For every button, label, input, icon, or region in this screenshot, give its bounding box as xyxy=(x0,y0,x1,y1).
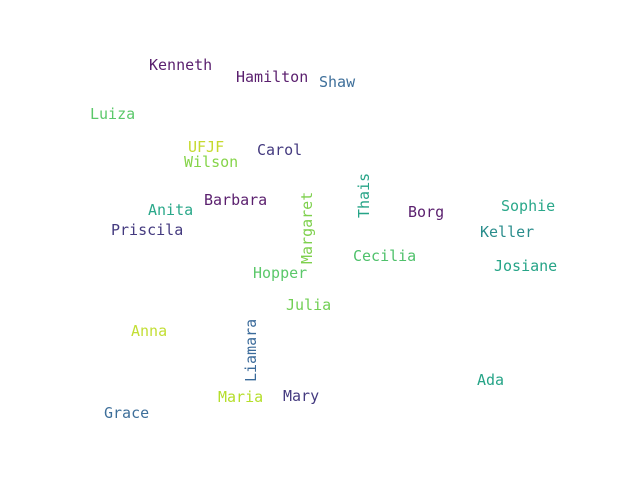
word-ufjf: UFJF xyxy=(188,138,225,156)
word-anna: Anna xyxy=(131,322,168,340)
word-hopper: Hopper xyxy=(253,264,308,282)
word-julia: Julia xyxy=(286,296,332,314)
word-margaret: Margaret xyxy=(298,191,316,264)
word-priscila: Priscila xyxy=(111,221,184,239)
word-thais: Thais xyxy=(355,172,373,218)
word-wilson: Wilson xyxy=(184,153,239,171)
word-liamara: Liamara xyxy=(242,318,260,382)
word-carol: Carol xyxy=(257,141,303,159)
word-sophie: Sophie xyxy=(501,197,556,215)
word-grace: Grace xyxy=(104,404,150,422)
word-ada: Ada xyxy=(477,371,505,389)
word-mary: Mary xyxy=(283,387,320,405)
word-kenneth: Kenneth xyxy=(149,56,213,74)
word-borg: Borg xyxy=(408,203,445,221)
word-hamilton: Hamilton xyxy=(236,68,309,86)
word-anita: Anita xyxy=(148,201,194,219)
word-luiza: Luiza xyxy=(90,105,136,123)
word-keller: Keller xyxy=(480,223,535,241)
word-shaw: Shaw xyxy=(319,73,356,91)
word-barbara: Barbara xyxy=(204,191,268,209)
word-josiane: Josiane xyxy=(494,257,558,275)
word-cecilia: Cecilia xyxy=(353,247,417,265)
word-maria: Maria xyxy=(218,388,264,406)
